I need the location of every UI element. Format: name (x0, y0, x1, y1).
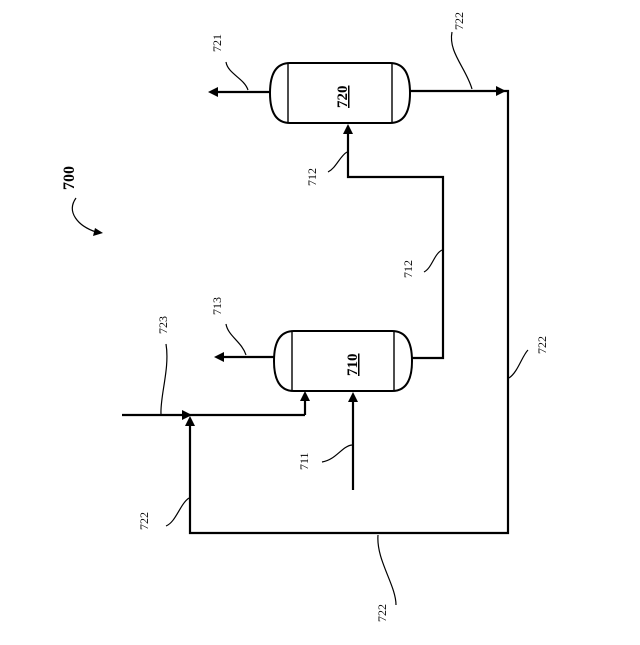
stream-713-leader (226, 324, 246, 355)
stream-711-arrowhead (348, 392, 358, 402)
stream-722-label-right: 722 (535, 336, 549, 354)
stream-711-label: 711 (297, 452, 311, 470)
stream-721-arrowhead (208, 87, 218, 97)
vessel-720-label: 720 (335, 86, 351, 109)
vessel-720: 720 (270, 63, 410, 123)
stream-723-label: 723 (156, 316, 170, 334)
stream-722-leader-bottom (378, 535, 396, 605)
stream-722-label-bottom: 722 (375, 604, 389, 622)
stream-712-label-lower: 712 (401, 260, 415, 278)
stream-712-line (348, 132, 443, 358)
stream-722-leader-top (451, 32, 472, 89)
stream-713-label: 713 (210, 297, 224, 315)
stream-722-leader-right (509, 350, 528, 378)
stream-722-leader-left (166, 498, 189, 526)
figure-number: 700 (61, 166, 78, 190)
stream-712-arrowhead (343, 124, 353, 134)
stream-712-leader-upper (328, 152, 347, 172)
stream-721-label: 721 (210, 34, 224, 52)
vessel-710: 710 (274, 331, 412, 391)
figure-pointer (72, 198, 96, 232)
stream-712-leader-lower (424, 250, 442, 272)
stream-723-leader (161, 344, 167, 414)
stream-712-label-upper: 712 (305, 168, 319, 186)
stream-722-label-top: 722 (452, 12, 466, 30)
stream-721-leader (226, 62, 248, 90)
stream-713-arrowhead (214, 352, 224, 362)
stream-723-arrowhead-inlet (300, 391, 310, 401)
vessel-710-label: 710 (345, 354, 361, 377)
figure-pointer-arrowhead (93, 228, 103, 236)
stream-722-label-left: 722 (137, 512, 151, 530)
stream-711-leader (322, 445, 352, 462)
vessel-710-body (274, 331, 412, 391)
stream-722-arrowhead-right (496, 86, 506, 96)
